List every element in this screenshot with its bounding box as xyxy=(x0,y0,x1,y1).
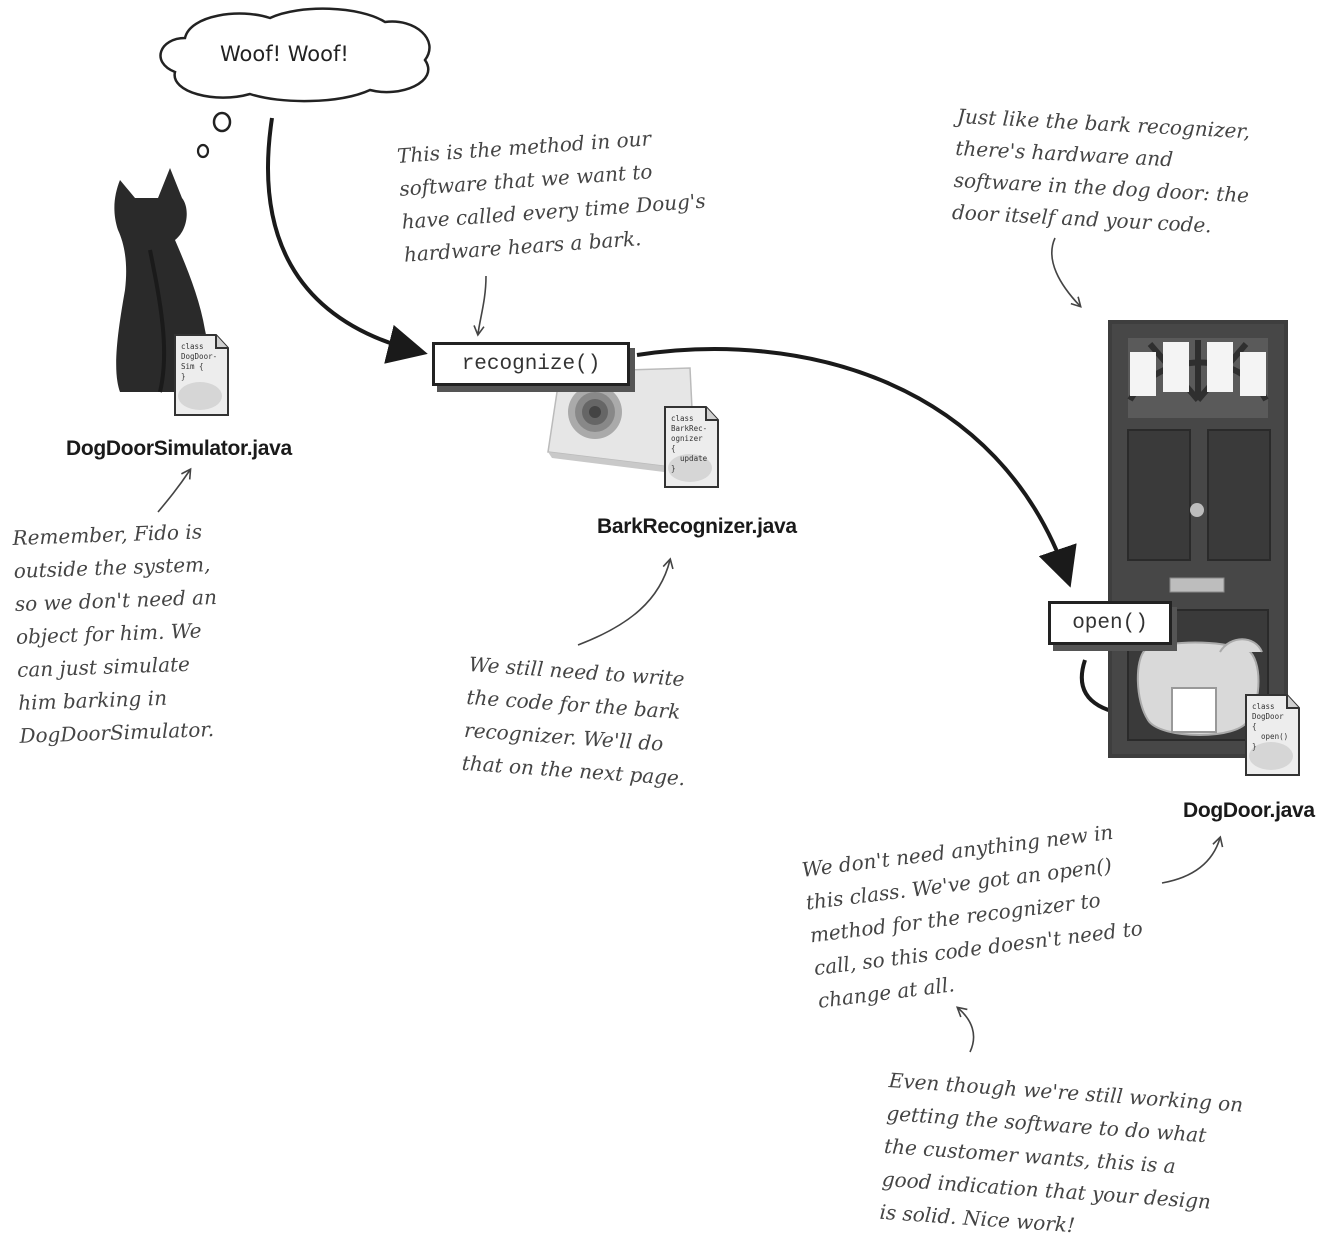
recognizer-note: We still need to write the code for the … xyxy=(461,648,693,795)
speech-bubble-text: Woof! Woof! xyxy=(220,42,349,66)
simulator-class-label: DogDoorSimulator.java xyxy=(66,437,292,461)
fido-note: Remember, Fido is outside the system, so… xyxy=(12,515,222,753)
thought-dot-small xyxy=(198,145,208,157)
arrow-door-note xyxy=(1052,238,1080,306)
simulator-file-text: class DogDoor- Sim { } xyxy=(181,342,217,382)
recognizer-file-text: class BarkRec- ognizer { update } xyxy=(671,414,707,474)
simulator-file-icon: class DogDoor- Sim { } xyxy=(172,332,230,418)
arrow-open-note xyxy=(1162,838,1220,883)
thought-dot-large xyxy=(214,113,230,131)
recognizer-class-label: BarkRecognizer.java xyxy=(597,515,797,539)
recognizer-file-icon: class BarkRec- ognizer { update } xyxy=(662,404,720,490)
recognize-method-box: recognize() xyxy=(432,342,630,386)
open-method-box: open() xyxy=(1048,601,1172,645)
door-file-text: class DogDoor { open() } xyxy=(1252,702,1288,752)
design-note: Even though we're still working on getti… xyxy=(878,1064,1244,1253)
arrow-fido-note xyxy=(158,470,190,512)
door-note: Just like the bark recognizer, there's h… xyxy=(951,100,1253,243)
arrow-design-note xyxy=(958,1008,974,1052)
arrow-recognizer-note xyxy=(578,560,670,645)
door-class-label: DogDoor.java xyxy=(1183,799,1315,823)
arrow-method-note xyxy=(478,276,486,334)
door-file-icon: class DogDoor { open() } xyxy=(1243,692,1301,778)
method-note: This is the method in our software that … xyxy=(396,119,709,272)
